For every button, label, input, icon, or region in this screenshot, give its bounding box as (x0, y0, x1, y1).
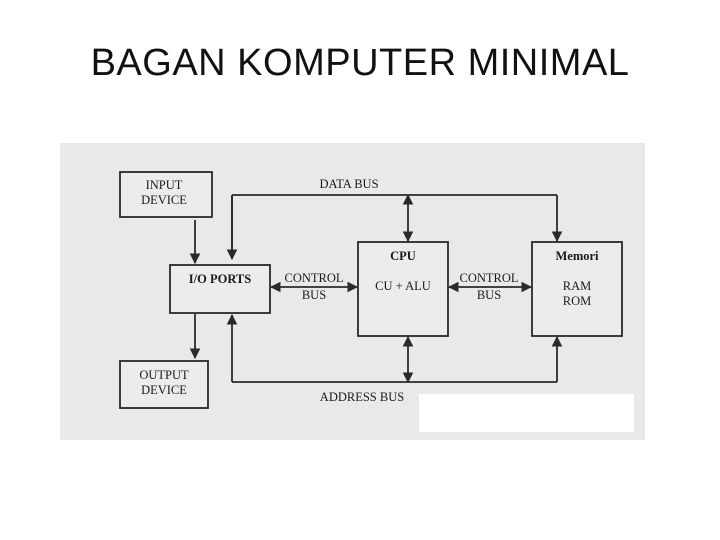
io-ports-box (169, 264, 271, 314)
input-device-label-1: INPUT (146, 178, 183, 192)
output-device-box (119, 360, 209, 409)
control-bus-left-label-1: CONTROL (284, 271, 343, 285)
memori-line-2: ROM (563, 294, 591, 308)
input-device-box (119, 171, 213, 218)
memori-title: Memori (555, 249, 599, 263)
output-device-label-1: OUTPUT (139, 368, 189, 382)
data-bus-label: DATA BUS (319, 177, 378, 191)
control-bus-right-label-2: BUS (477, 288, 501, 302)
page-title: BAGAN KOMPUTER MINIMAL (90, 42, 630, 84)
control-bus-right-label-1: CONTROL (459, 271, 518, 285)
white-patch (419, 394, 634, 432)
cpu-content: CU + ALU (375, 279, 431, 293)
output-device-label-2: DEVICE (141, 383, 187, 397)
cpu-title: CPU (390, 249, 416, 263)
cpu-box (357, 241, 449, 337)
input-device-label-2: DEVICE (141, 193, 187, 207)
computer-block-diagram: INPUT DEVICE I/O PORTS OUTPUT DEVICE CON… (60, 143, 645, 440)
address-bus-label: ADDRESS BUS (320, 390, 404, 404)
io-ports-label: I/O PORTS (189, 272, 251, 286)
control-bus-left-label-2: BUS (302, 288, 326, 302)
memori-box (531, 241, 623, 337)
memori-line-1: RAM (563, 279, 591, 293)
